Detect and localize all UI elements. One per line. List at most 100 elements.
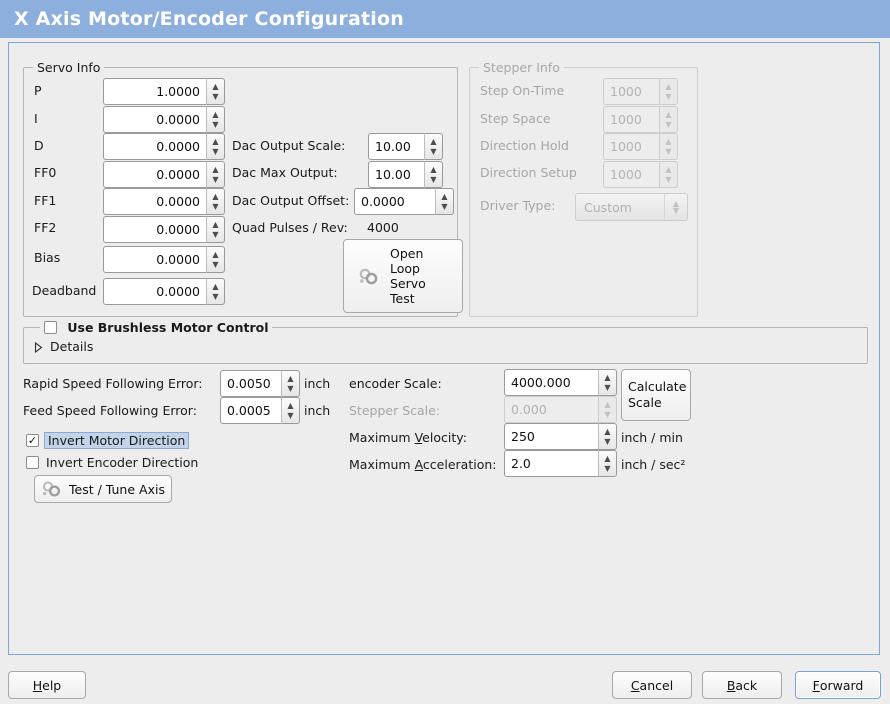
maximum-velocity-spin-buttons[interactable]: ▲▼ [598,423,617,450]
use-brushless-label[interactable]: Use Brushless Motor Control [67,320,269,335]
use-brushless-checkbox[interactable] [44,321,57,334]
spin-up-icon[interactable]: ▲ [212,219,219,229]
step-space-value: 1000 [603,106,659,133]
spin-down-icon[interactable]: ▼ [604,463,611,473]
servo-p-spinbox[interactable]: 1.0000 ▲▼ [103,78,225,105]
spin-up-icon[interactable]: ▲ [212,281,219,291]
feed-spin-buttons[interactable]: ▲▼ [281,397,300,424]
spin-down-icon[interactable]: ▼ [604,382,611,392]
spin-up-icon[interactable]: ▲ [604,426,611,436]
spin-down-icon[interactable]: ▼ [212,174,219,184]
servo-i-spin-buttons[interactable]: ▲▼ [206,106,225,133]
servo-ff2-spin-buttons[interactable]: ▲▼ [206,216,225,243]
spin-up-icon[interactable]: ▲ [212,191,219,201]
servo-ff0-spinbox[interactable]: 0.0000 ▲▼ [103,161,225,188]
dac-max-output-value[interactable]: 10.00 [368,161,424,188]
servo-ff0-value[interactable]: 0.0000 [103,161,206,188]
spin-up-icon[interactable]: ▲ [212,249,219,259]
spin-up-icon[interactable]: ▲ [212,136,219,146]
spin-down-icon[interactable]: ▼ [287,383,294,393]
chevron-right-icon[interactable] [34,341,43,354]
servo-bias-spinbox[interactable]: 0.0000 ▲▼ [103,246,225,273]
servo-deadband-spinbox[interactable]: 0.0000 ▲▼ [103,278,225,305]
details-expander[interactable]: Details [34,339,93,354]
servo-label-p: P [34,83,42,98]
servo-d-value[interactable]: 0.0000 [103,133,206,160]
test-tune-axis-button[interactable]: Test / Tune Axis [34,475,172,503]
spin-down-icon[interactable]: ▼ [430,174,437,184]
servo-p-spin-buttons[interactable]: ▲▼ [206,78,225,105]
spin-up-icon[interactable]: ▲ [287,400,294,410]
servo-ff1-spinbox[interactable]: 0.0000 ▲▼ [103,188,225,215]
invert-motor-direction-row[interactable]: ✓ Invert Motor Direction [26,432,190,449]
dac-max-output-spin-buttons[interactable]: ▲▼ [424,161,443,188]
invert-encoder-direction-checkbox[interactable] [26,456,39,469]
invert-motor-direction-checkbox[interactable]: ✓ [26,434,39,447]
spin-up-icon[interactable]: ▲ [430,164,437,174]
spin-down-icon[interactable]: ▼ [212,291,219,301]
maximum-acceleration-spin-buttons[interactable]: ▲▼ [598,450,617,477]
servo-ff2-spinbox[interactable]: 0.0000 ▲▼ [103,216,225,243]
details-label[interactable]: Details [50,339,94,354]
dac-output-offset-value[interactable]: 0.0000 [354,188,435,215]
invert-motor-direction-label[interactable]: Invert Motor Direction [44,432,190,449]
spin-down-icon[interactable]: ▼ [287,410,294,420]
servo-p-value[interactable]: 1.0000 [103,78,206,105]
servo-i-spinbox[interactable]: 0.0000 ▲▼ [103,106,225,133]
spin-down-icon[interactable]: ▼ [212,91,219,101]
open-loop-servo-test-button[interactable]: Open Loop Servo Test [343,239,463,313]
servo-ff0-spin-buttons[interactable]: ▲▼ [206,161,225,188]
calculate-scale-button[interactable]: Calculate Scale [621,369,691,421]
dac-output-scale-value[interactable]: 10.00 [368,133,424,160]
spin-up-icon[interactable]: ▲ [212,81,219,91]
maximum-velocity-spinbox[interactable]: 250 ▲▼ [504,423,617,450]
spin-down-icon[interactable]: ▼ [212,229,219,239]
invert-encoder-direction-label[interactable]: Invert Encoder Direction [46,455,199,470]
rapid-following-error-value[interactable]: 0.0050 [220,370,281,397]
spin-up-icon[interactable]: ▲ [287,373,294,383]
spin-up-icon[interactable]: ▲ [430,136,437,146]
spin-down-icon[interactable]: ▼ [212,146,219,156]
spin-down-icon[interactable]: ▼ [430,146,437,156]
maximum-acceleration-spinbox[interactable]: 2.0 ▲▼ [504,450,617,477]
spin-up-icon[interactable]: ▲ [604,372,611,382]
maximum-acceleration-value[interactable]: 2.0 [504,450,598,477]
spin-up-icon[interactable]: ▲ [212,109,219,119]
servo-deadband-value[interactable]: 0.0000 [103,278,206,305]
servo-ff2-value[interactable]: 0.0000 [103,216,206,243]
servo-d-spin-buttons[interactable]: ▲▼ [206,133,225,160]
spin-up-icon[interactable]: ▲ [212,164,219,174]
feed-following-error-spinbox[interactable]: 0.0005 ▲▼ [220,397,300,424]
dac-output-scale-spin-buttons[interactable]: ▲▼ [424,133,443,160]
dac-output-offset-spin-buttons[interactable]: ▲▼ [435,188,454,215]
spin-down-icon[interactable]: ▼ [212,259,219,269]
encoder-scale-spin-buttons[interactable]: ▲▼ [598,369,617,396]
spin-down-icon[interactable]: ▼ [604,436,611,446]
maximum-velocity-value[interactable]: 250 [504,423,598,450]
servo-bias-value[interactable]: 0.0000 [103,246,206,273]
encoder-scale-spinbox[interactable]: 4000.000 ▲▼ [504,369,617,396]
dac-output-scale-spinbox[interactable]: 10.00 ▲▼ [368,133,443,160]
servo-d-spinbox[interactable]: 0.0000 ▲▼ [103,133,225,160]
dac-output-offset-spinbox[interactable]: 0.0000 ▲▼ [354,188,454,215]
spin-up-icon[interactable]: ▲ [441,191,448,201]
servo-deadband-spin-buttons[interactable]: ▲▼ [206,278,225,305]
servo-ff1-spin-buttons[interactable]: ▲▼ [206,188,225,215]
rapid-following-error-spinbox[interactable]: 0.0050 ▲▼ [220,370,300,397]
servo-ff1-value[interactable]: 0.0000 [103,188,206,215]
encoder-scale-value[interactable]: 4000.000 [504,369,598,396]
servo-i-value[interactable]: 0.0000 [103,106,206,133]
spin-up-icon[interactable]: ▲ [604,453,611,463]
spin-down-icon[interactable]: ▼ [441,201,448,211]
spin-down-icon[interactable]: ▼ [212,119,219,129]
feed-following-error-value[interactable]: 0.0005 [220,397,281,424]
dac-max-output-spinbox[interactable]: 10.00 ▲▼ [368,161,443,188]
invert-encoder-direction-row[interactable]: Invert Encoder Direction [26,455,198,470]
spin-down-icon[interactable]: ▼ [212,201,219,211]
rapid-spin-buttons[interactable]: ▲▼ [281,370,300,397]
servo-bias-spin-buttons[interactable]: ▲▼ [206,246,225,273]
